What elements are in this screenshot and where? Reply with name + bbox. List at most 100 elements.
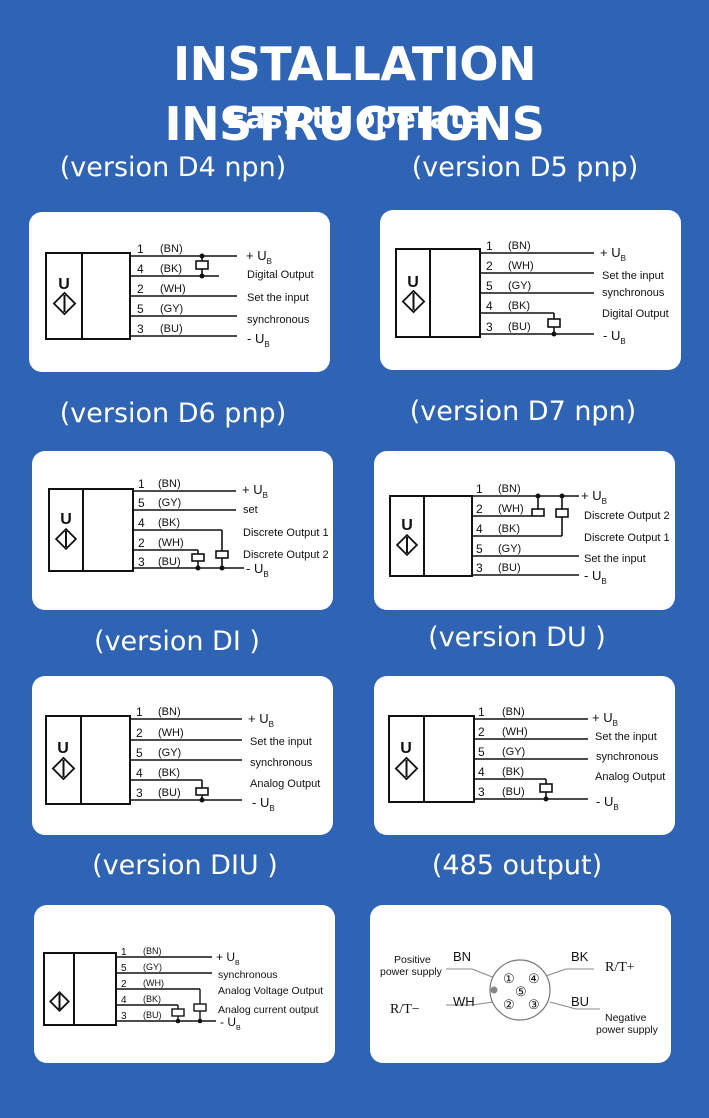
label-signals-2: Set the input <box>584 553 646 565</box>
label-pins-2: 4 <box>138 516 145 530</box>
label-pins-4: 3 <box>137 322 144 336</box>
diagram-text: + UB <box>600 245 626 263</box>
label-pins-0: 1 <box>136 705 143 719</box>
connector-key <box>490 986 498 994</box>
diagram-line <box>549 1001 577 1010</box>
label-r485-rt_minus: R/T− <box>390 1002 420 1017</box>
diagram-text: - UB <box>220 1015 241 1032</box>
diagram-text: - UB <box>603 328 626 346</box>
label-common-ub_sub: B <box>620 337 625 346</box>
label-pins-0: 1 <box>476 482 483 496</box>
label-pins-3: 4 <box>486 299 493 313</box>
label-signals-1: Set the input <box>247 292 309 304</box>
label-colors-4: (BU) <box>502 786 525 798</box>
diagram-circle <box>199 253 205 259</box>
label-colors-0: (BN) <box>508 240 531 252</box>
label-pins-1: 5 <box>138 496 145 510</box>
label-pins-2: 5 <box>478 745 485 759</box>
label-colors-1: (WH) <box>498 503 524 515</box>
label-common-ub_minus: - U <box>247 331 264 346</box>
label-r485-bn: BN <box>453 949 471 964</box>
label-signals-1: synchronous <box>596 751 659 763</box>
label-colors-2: (WH) <box>160 283 186 295</box>
diagram-text: + UB <box>581 488 607 506</box>
label-signals-2: Analog current output <box>218 1004 318 1016</box>
label-colors-2: (BK) <box>158 517 180 529</box>
diagram-rect <box>531 508 545 517</box>
diagram-circle <box>559 493 565 499</box>
label-signals-0: Discrete Output 2 <box>584 510 670 522</box>
diagram-g: ① ④ ⑤ ② ③ <box>503 971 540 1012</box>
sensor-symbol-icon <box>52 291 77 316</box>
sensor-body <box>81 252 131 340</box>
connector-face <box>489 959 551 1021</box>
diagram-text: + UB <box>592 710 618 728</box>
label-pins-2: 2 <box>137 282 144 296</box>
label-pins-0: 1 <box>486 239 493 253</box>
label-common-ub_minus: - U <box>252 795 269 810</box>
label-pins-1: 5 <box>121 963 127 974</box>
version-d6-label: (version D6 pnp) <box>59 398 287 429</box>
label-signals-2: synchronous <box>247 314 310 326</box>
diagram-g <box>130 255 237 337</box>
label-r485-bu: BU <box>571 994 589 1009</box>
label-signals-2: Discrete Output 2 <box>243 549 329 561</box>
diagram-rect <box>395 533 419 557</box>
diagram-text: + UB <box>242 482 268 500</box>
diagram-circle <box>197 1018 203 1024</box>
label-common-ub_plus: + U <box>216 950 235 964</box>
connector-diagram-485: ① ④ ⑤ ② ③ Positive power supply BN BK R/… <box>380 949 659 1036</box>
label-colors-0: (BN) <box>502 706 525 718</box>
diagram-g <box>116 956 216 1022</box>
label-pins-4: 3 <box>486 320 493 334</box>
label-pins-2: 5 <box>136 746 143 760</box>
label-common-ub_sub: B <box>621 254 626 263</box>
diagram-rect <box>555 508 569 518</box>
diagram-text: - UB <box>596 794 619 812</box>
label-common-ub_sub: B <box>235 960 240 967</box>
version-d4-label: (version D4 npn) <box>59 152 287 183</box>
label-common-ub_plus: + U <box>246 248 267 263</box>
diagram-text: + UB <box>248 711 274 729</box>
label-common-ub_sub: B <box>269 720 274 729</box>
label-pins-3: 4 <box>478 765 485 779</box>
diagram-text: - UB <box>252 795 275 813</box>
label-common-ub_sub: B <box>267 257 272 266</box>
diagram-circle <box>543 796 549 802</box>
label-pins-0: 1 <box>121 947 127 958</box>
label-common-ub_minus: - U <box>603 328 620 343</box>
label-pins-4: 3 <box>478 785 485 799</box>
label-common-sensor_label: U <box>400 740 412 757</box>
label-signals-0: set <box>243 504 258 516</box>
label-pins-2: 4 <box>476 522 483 536</box>
label-colors-4: (BU) <box>143 1010 162 1020</box>
diagram-rect <box>52 291 77 316</box>
label-common-ub_sub: B <box>613 719 618 728</box>
label-pins-0: ① <box>503 971 515 986</box>
label-common-ub_plus: + U <box>592 710 613 725</box>
label-common-ub_minus: - U <box>246 561 263 576</box>
label-colors-1: (WH) <box>158 727 184 739</box>
diagram-g <box>474 718 588 800</box>
label-pins-1: ④ <box>528 971 540 986</box>
label-r485-bk: BK <box>571 949 589 964</box>
label-common-ub_sub: B <box>602 497 607 506</box>
label-colors-0: (BN) <box>160 243 183 255</box>
label-signals-2: Analog Output <box>250 778 320 790</box>
label-colors-3: (GY) <box>498 543 521 555</box>
wiring-card-485: ① ④ ⑤ ② ③ Positive power supply BN BK R/… <box>370 905 671 1063</box>
label-signals-1: synchronous <box>250 757 313 769</box>
label-colors-1: (GY) <box>143 962 162 972</box>
diagram-circle <box>551 331 557 337</box>
diagram-rect <box>80 715 131 805</box>
label-pins-3: ② <box>503 997 515 1012</box>
label-colors-3: (BK) <box>508 300 530 312</box>
